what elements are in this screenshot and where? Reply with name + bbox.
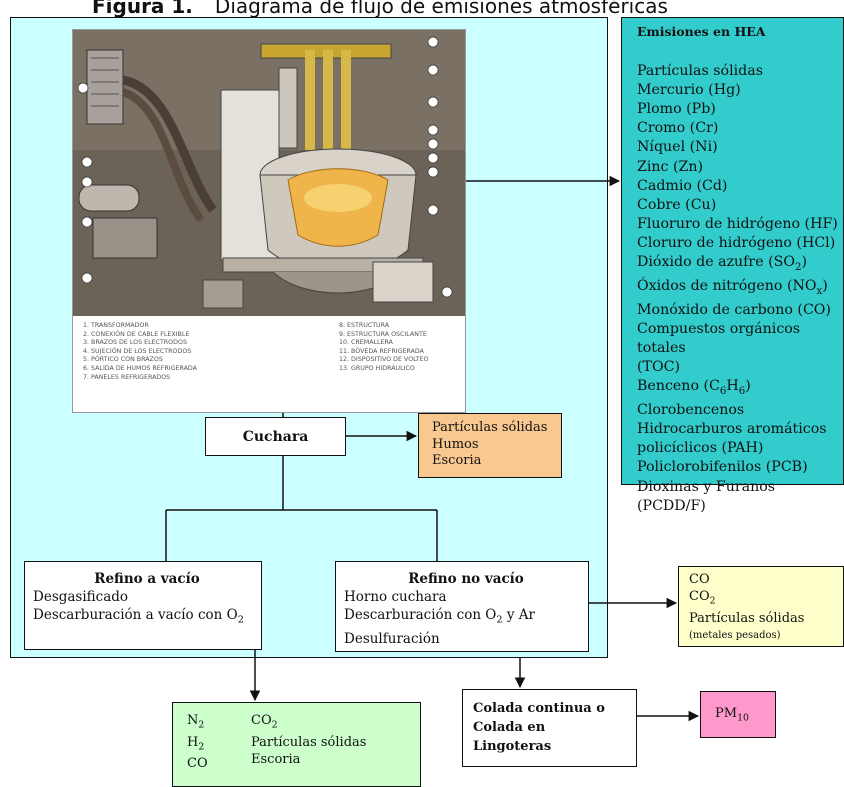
legend-item: 5. PÓRTICO CON BRAZOS: [83, 356, 163, 364]
output-gases-column: N2 H2 CO: [187, 712, 208, 772]
emission-item: Níquel (Ni): [637, 139, 718, 156]
refino-no-vacio-line: Desulfuración: [344, 630, 440, 647]
pm10-box: PM10: [700, 691, 776, 738]
figure-title: Figura 1. Diagrama de flujo de emisiones …: [0, 0, 844, 20]
output-co2: CO2: [251, 713, 278, 731]
cuchara-output-item: Humos: [432, 436, 479, 452]
output-slag: Escoria: [251, 751, 301, 767]
legend-item: 11. BÓVEDA REFRIGERADA: [339, 347, 424, 355]
emission-item: Cobre (Cu): [637, 196, 717, 213]
legend-item: 2. CONEXIÓN DE CABLE FLEXIBLE: [83, 330, 190, 338]
figure-caption: Diagrama de flujo de emisiones atmosféri…: [214, 0, 668, 18]
emission-item: Partículas sólidas: [637, 63, 763, 80]
legend-item: 10. CREMALLERA: [339, 339, 393, 347]
legend-item: 6. SALIDA DE HUMOS REFRIGERADA: [83, 364, 197, 372]
legend-item: 8. ESTRUCTURA: [339, 322, 390, 329]
emission-item: (TOC): [637, 359, 681, 376]
emissions-heading: Emisiones en HEA: [637, 24, 766, 39]
emission-item: Dioxinas y Furanos (PCDD/F): [637, 478, 776, 514]
cuchara-output-item: Partículas sólidas: [432, 420, 548, 435]
emission-item-so2: Dióxido de azufre (SO2): [637, 254, 808, 273]
colada-box: Colada continua o Colada en Lingoteras: [462, 689, 637, 767]
emission-item: policíclicos (PAH): [637, 440, 764, 457]
emission-item: Fluoruro de hidrógeno (HF): [637, 215, 838, 232]
colada-line: Lingoteras: [473, 739, 552, 754]
output-h2: H2: [187, 734, 205, 753]
refino-vacio-line: Descarburación a vacío con O2: [33, 607, 244, 626]
refino-no-vacio-box: Refino no vacío Horno cuchara Descarbura…: [335, 561, 589, 652]
emission-item: Mercurio (Hg): [637, 82, 741, 99]
refino-vacio-box: Refino a vacío Desgasificado Descarburac…: [24, 561, 262, 650]
emission-item-benzene: Benceno (C6H6): [637, 378, 751, 398]
emission-item: Monóxido de carbono (CO): [637, 301, 831, 318]
legend-item: 13. GRUPO HIDRÁULICO: [339, 364, 415, 372]
output-particles: Partículas sólidas: [251, 734, 367, 750]
output-n2: N2: [187, 713, 205, 731]
refino-vacio-title: Refino a vacío: [94, 571, 200, 587]
emission-item: Clorobencenos: [637, 402, 745, 419]
electric-arc-furnace-illustration: 1. TRANSFORMADOR 2. CONEXIÓN DE CABLE FL…: [72, 29, 466, 413]
emission-item: Cadmio (Cd): [637, 177, 728, 194]
output-co: CO: [187, 756, 208, 772]
legend-item: 1. TRANSFORMADOR: [83, 322, 149, 329]
cuchara-output-item: Escoria: [432, 453, 482, 468]
cuchara-label: Cuchara: [242, 428, 309, 445]
refino-no-vacio-line: Descarburación con O2 y Ar: [344, 607, 535, 626]
emission-item: Hidrocarburos aromáticos: [637, 421, 827, 438]
output-other-column: CO2 Partículas sólidas Escoria: [251, 712, 366, 768]
figure-number: Figura 1.: [92, 0, 193, 18]
hea-emissions-box: Emisiones en HEA Partículas sólidas Merc…: [621, 17, 844, 514]
emission-item: Zinc (Zn): [637, 158, 704, 175]
refino-vacio-line: Desgasificado: [33, 589, 129, 605]
legend-item: 4. SUJECIÓN DE LOS ELECTRODOS: [83, 347, 192, 355]
output-particles: Partículas sólidas: [689, 610, 805, 626]
legend-item: 3. BRAZOS DE LOS ELECTRODOS: [83, 339, 187, 347]
colada-line: Colada continua o: [473, 701, 605, 716]
refino-no-vacio-title: Refino no vacío: [408, 571, 524, 587]
emission-item: Compuestos orgánicos totales: [637, 320, 801, 357]
legend-item: 7. PANELES REFRIGERADOS: [83, 373, 171, 381]
furnace-drawing: [73, 30, 465, 316]
emission-item: Cromo (Cr): [637, 120, 719, 137]
colada-line: Colada en: [473, 720, 546, 735]
output-co2: CO2: [689, 589, 716, 607]
refino-no-vacio-line: Horno cuchara: [344, 589, 447, 605]
legend-item: 12. DISPOSITIVO DE VOLTEO: [339, 356, 429, 364]
emission-item: Policlorobifenilos (PCB): [637, 459, 808, 476]
output-metals: (metales pesados): [689, 629, 781, 641]
emission-item-nox: Óxidos de nitrógeno (NOx): [637, 277, 828, 297]
output-co: CO: [689, 572, 710, 587]
cuchara-emissions-box: Partículas sólidas Humos Escoria: [418, 413, 562, 478]
legend-item: 9. ESTRUCTURA OSCILANTE: [339, 330, 427, 338]
refino-vacio-emissions-box: N2 H2 CO CO2 Partículas sólidas Escoria: [172, 702, 421, 787]
emission-item: Plomo (Pb): [637, 101, 716, 118]
legend-right-column: 8. ESTRUCTURA 9. ESTRUCTURA OSCILANTE 10…: [339, 322, 429, 374]
refino-no-vacio-emissions-box: CO CO2 Partículas sólidas (metales pesad…: [678, 566, 844, 647]
emission-item: Cloruro de hidrógeno (HCl): [637, 234, 836, 251]
cuchara-box: Cuchara: [205, 417, 346, 456]
furnace-legend: 1. TRANSFORMADOR 2. CONEXIÓN DE CABLE FL…: [73, 316, 465, 412]
legend-left-column: 1. TRANSFORMADOR 2. CONEXIÓN DE CABLE FL…: [83, 322, 197, 382]
